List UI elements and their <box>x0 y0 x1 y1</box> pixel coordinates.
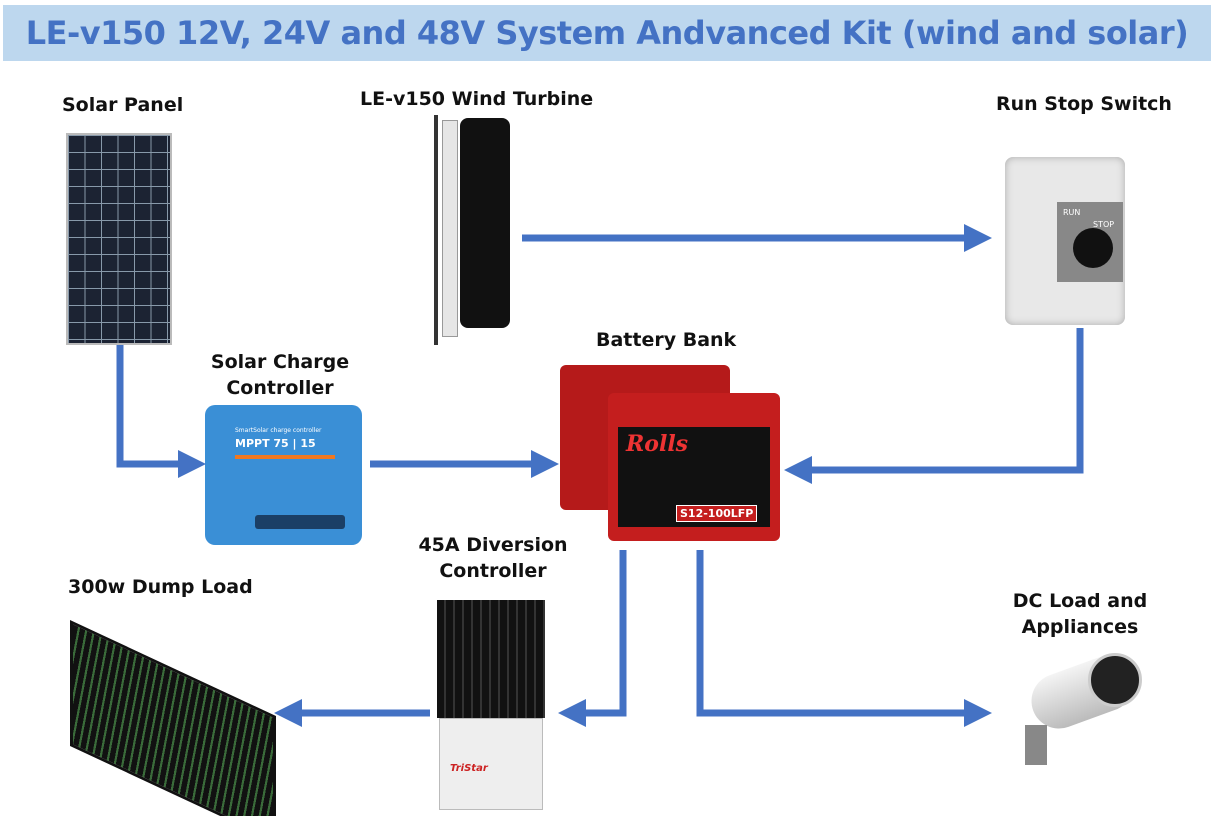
arrow-battery-to-diversion <box>558 550 627 727</box>
label-wind-turbine: LE-v150 Wind Turbine <box>360 88 594 110</box>
arrow-battery-to-dc-load <box>696 550 992 727</box>
label-line: Solar Charge <box>210 351 350 373</box>
controller-model-text: MPPT 75 | 15 <box>235 437 316 450</box>
arrow-switch-to-battery <box>784 328 1084 484</box>
label-line: Controller <box>226 377 334 399</box>
label-solar-panel: Solar Panel <box>62 94 184 116</box>
arrow-solar-to-controller <box>116 345 206 478</box>
label-line: Appliances <box>1021 616 1139 638</box>
run-stop-switch-image: RUN STOP <box>1005 157 1125 325</box>
charge-controller-image: SmartSolar charge controller MPPT 75 | 1… <box>205 405 362 545</box>
battery-brand-text: Rolls <box>626 431 689 457</box>
label-dump-load: 300w Dump Load <box>68 576 253 598</box>
switch-run-text: RUN <box>1063 208 1081 217</box>
battery-bank-image: Rolls S12-100LFP <box>560 365 782 543</box>
camera-image <box>1020 645 1142 770</box>
label-dc-load: DC Load and Appliances <box>1010 588 1150 640</box>
label-line: 45A Diversion <box>418 534 568 556</box>
label-line: Controller <box>439 560 547 582</box>
label-battery-bank: Battery Bank <box>596 329 737 351</box>
label-charge-controller: Solar Charge Controller <box>205 349 355 401</box>
battery-model-text: S12-100LFP <box>676 505 758 522</box>
solar-panel-image <box>66 133 172 345</box>
diversion-controller-image: TriStar <box>437 600 545 810</box>
controller-brand-text: SmartSolar charge controller <box>235 427 322 434</box>
wind-turbine-image <box>420 110 520 350</box>
label-diversion-controller: 45A Diversion Controller <box>418 532 568 584</box>
label-line: DC Load and <box>1012 590 1148 612</box>
page-title: LE-v150 12V, 24V and 48V System Andvance… <box>3 5 1211 61</box>
label-run-stop-switch: Run Stop Switch <box>996 93 1172 115</box>
switch-stop-text: STOP <box>1093 220 1115 229</box>
diversion-brand-text: TriStar <box>450 763 488 774</box>
